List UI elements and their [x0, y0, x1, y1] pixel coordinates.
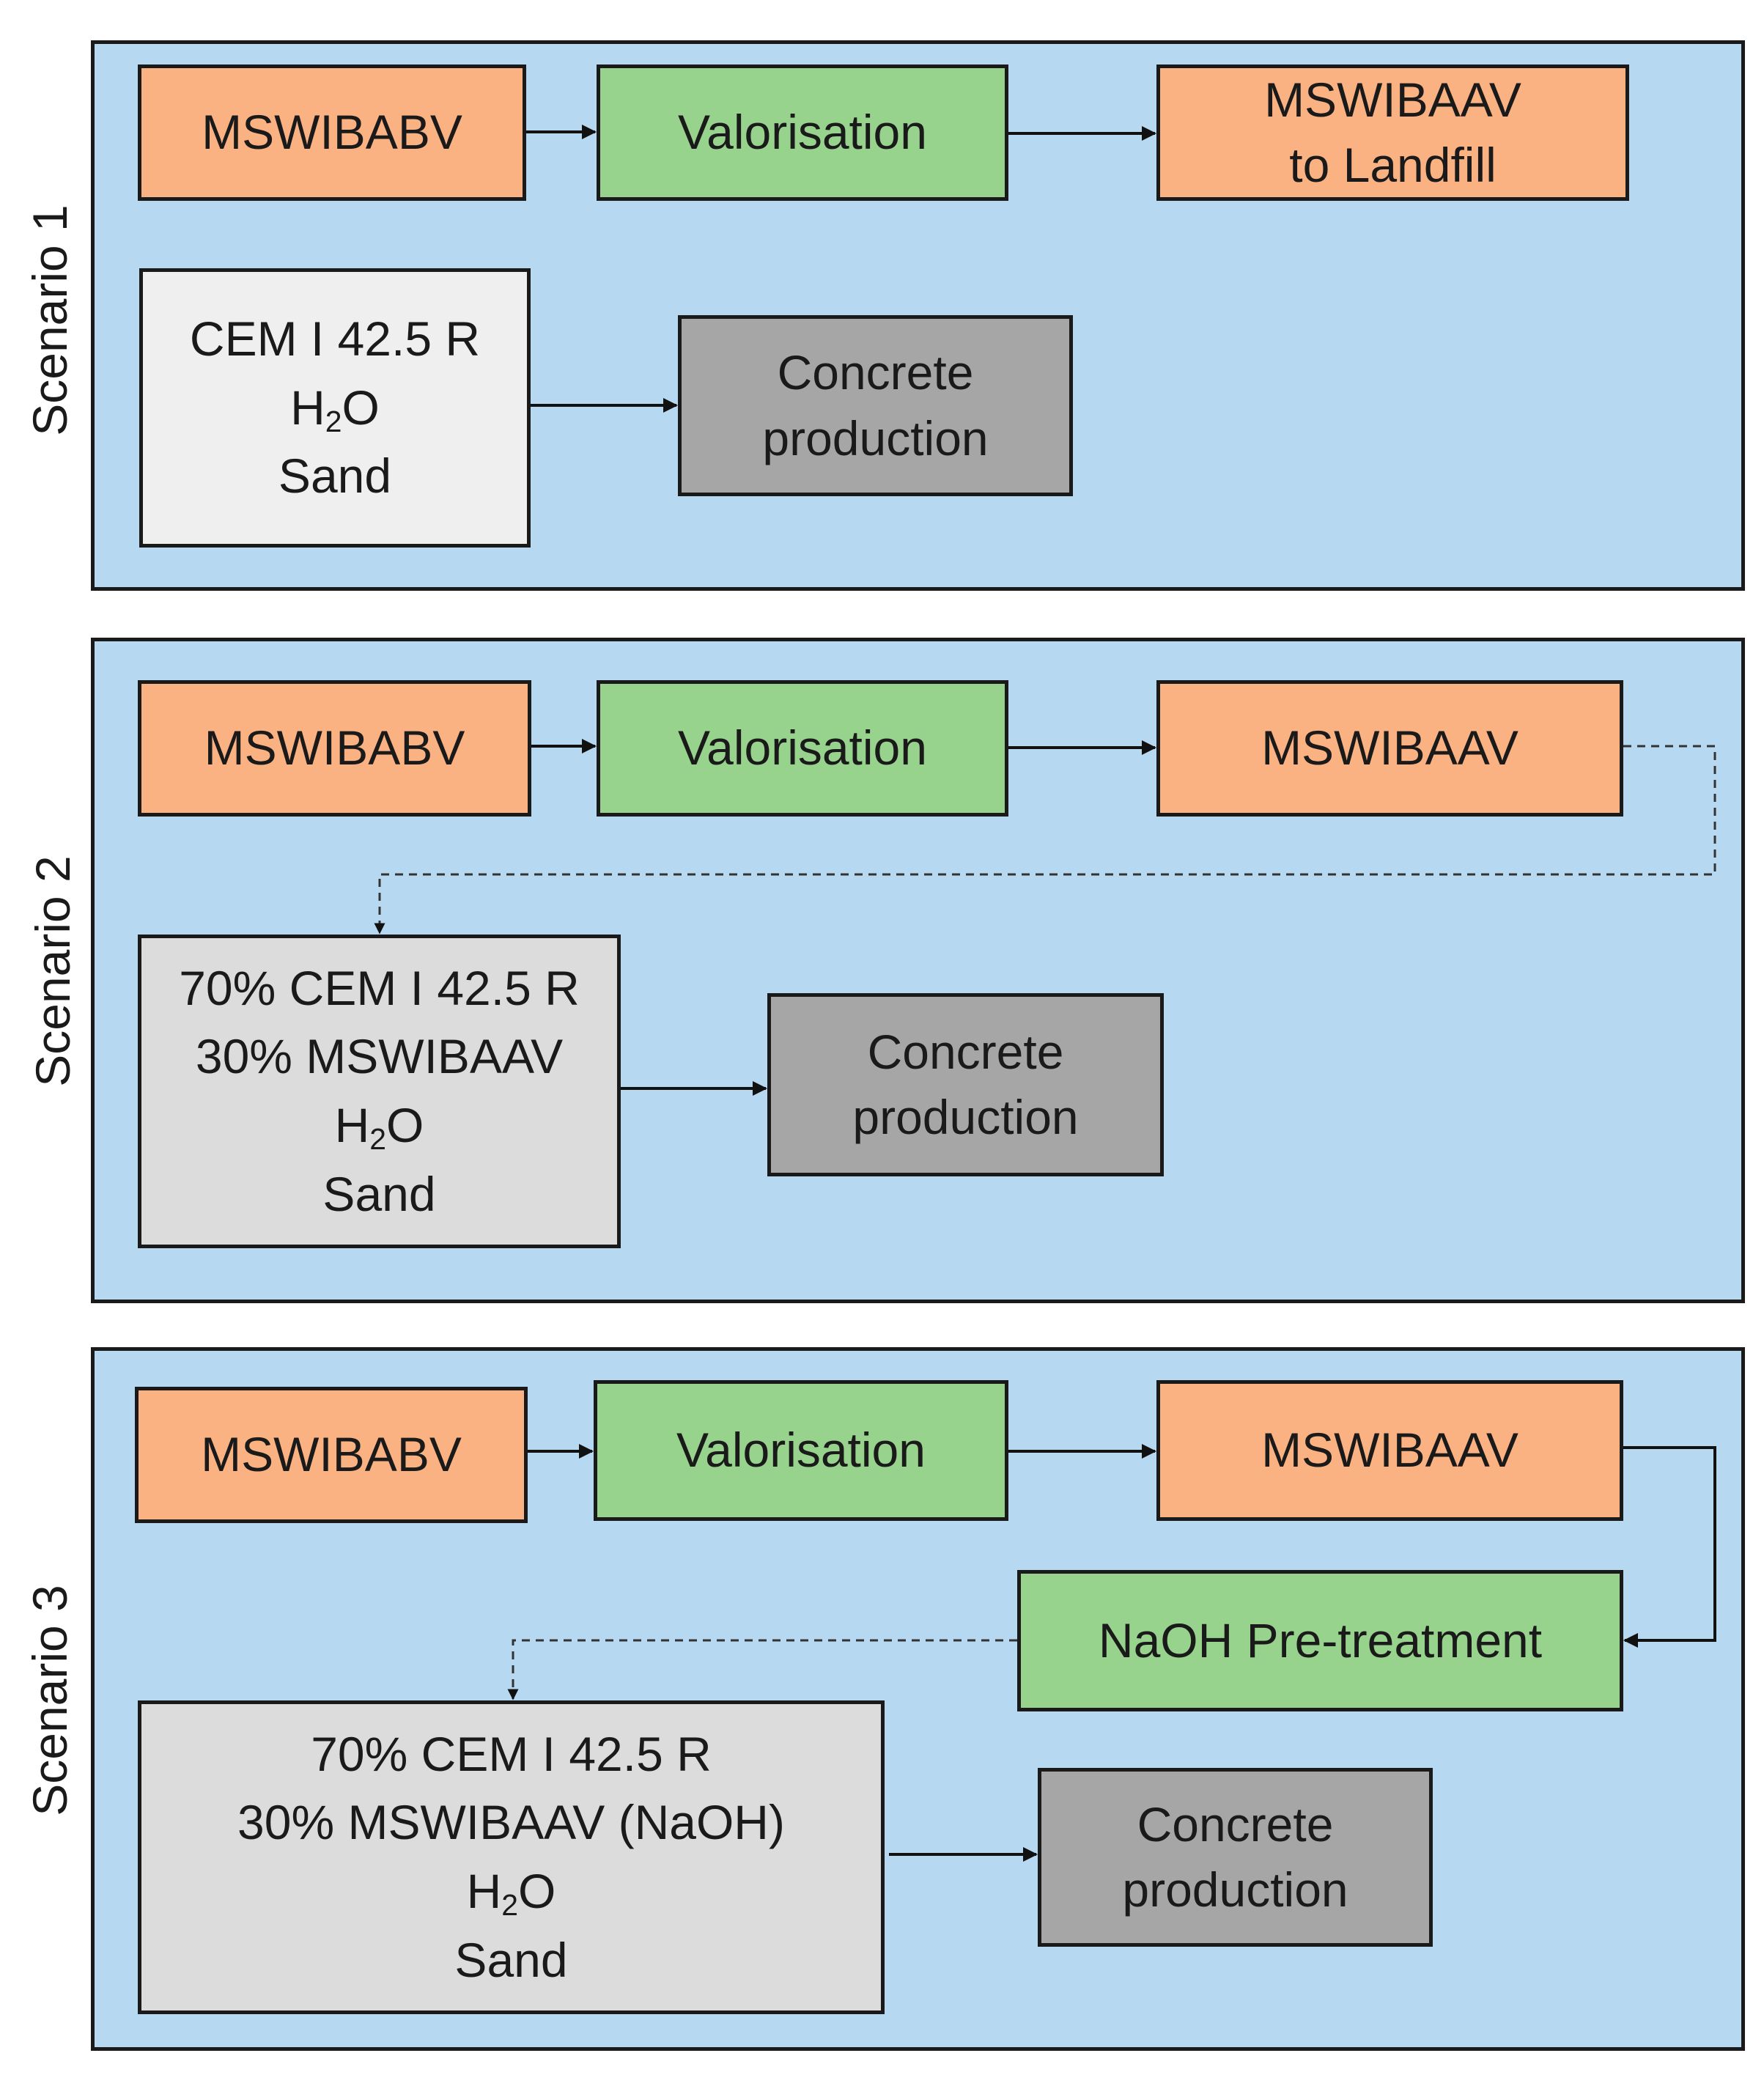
s3-valorisation-text: Valorisation: [676, 1423, 926, 1478]
s2-sand-text: Sand: [322, 1166, 436, 1221]
s2-mswibaav-text: MSWIBAAV: [1261, 720, 1518, 775]
s1-production-text: production: [762, 410, 989, 465]
s1-landfill-text: to Landfill: [1289, 138, 1497, 192]
s1-valorisation-box: Valorisation: [597, 65, 1008, 201]
s2-concrete-text: Concrete: [867, 1024, 1064, 1079]
s2-valorisation-text: Valorisation: [678, 720, 927, 775]
s3-valorisation-box: Valorisation: [594, 1380, 1008, 1521]
s2-water-o: O: [386, 1098, 424, 1152]
s3-naoh-pretreatment-box: NaOH Pre-treatment: [1017, 1570, 1623, 1711]
s1-mswibaav-landfill-box: MSWIBAAV to Landfill: [1156, 65, 1629, 201]
s1-sand-text: Sand: [278, 449, 392, 504]
s1-water-text: H2O: [290, 374, 380, 443]
s1-concrete-text: Concrete: [777, 345, 974, 400]
s1-mswibaav-text: MSWIBAAV: [1264, 72, 1521, 127]
s1-cement-text: CEM I 42.5 R: [189, 311, 481, 366]
s2-mswibabv-box: MSWIBABV: [138, 680, 531, 817]
s2-mswibabv-text: MSWIBABV: [204, 720, 465, 775]
s2-water-text: H2O: [335, 1091, 424, 1160]
s3-naoh-text: NaOH Pre-treatment: [1098, 1613, 1543, 1667]
s3-water-sub: 2: [501, 1888, 519, 1923]
s1-valorisation-text: Valorisation: [678, 105, 927, 160]
s3-production-text: production: [1122, 1862, 1348, 1917]
s2-water-sub: 2: [369, 1122, 387, 1157]
s3-input-box: 70% CEM I 42.5 R 30% MSWIBAAV (NaOH) H2O…: [138, 1700, 885, 2014]
s1-water-o: O: [342, 380, 380, 435]
s3-mswibabv-box: MSWIBABV: [135, 1387, 528, 1523]
s3-dashed-naoh-to-input: [507, 1639, 1017, 1700]
s2-valorisation-box: Valorisation: [597, 680, 1008, 817]
s2-dashed-av-to-input: [374, 745, 1716, 935]
s1-water-h: H: [290, 380, 325, 435]
s2-cement-text: 70% CEM I 42.5 R: [179, 960, 580, 1015]
s1-mswibabv-box: MSWIBABV: [138, 65, 526, 201]
s3-concrete-box: Concrete production: [1038, 1768, 1433, 1947]
s1-concrete-box: Concrete production: [678, 315, 1073, 496]
s2-input-box: 70% CEM I 42.5 R 30% MSWIBAAV H2O Sand: [138, 935, 621, 1248]
s3-water-h: H: [466, 1864, 502, 1918]
s3-water-o: O: [518, 1864, 556, 1918]
s3-cement-text: 70% CEM I 42.5 R: [311, 1726, 712, 1781]
s2-mswibaav-box: MSWIBAAV: [1156, 680, 1623, 817]
s2-water-h: H: [334, 1098, 370, 1152]
s2-concrete-box: Concrete production: [767, 993, 1164, 1176]
s3-mswibaav-text: MSWIBAAV: [1261, 1423, 1518, 1478]
s3-concrete-text: Concrete: [1137, 1796, 1334, 1851]
s1-water-sub: 2: [325, 404, 342, 438]
s3-water-text: H2O: [467, 1857, 556, 1926]
s1-mswibabv-text: MSWIBABV: [202, 105, 462, 160]
s2-production-text: production: [852, 1090, 1079, 1144]
s3-arrow-av-to-naoh: [1623, 1446, 1716, 1648]
s2-mswibaav-share-text: 30% MSWIBAAV: [195, 1029, 564, 1084]
s3-sand-text: Sand: [454, 1932, 568, 1987]
s1-input-box: CEM I 42.5 R H2O Sand: [139, 268, 531, 548]
s3-mswibaav-box: MSWIBAAV: [1156, 1380, 1623, 1521]
s3-mswibabv-text: MSWIBABV: [201, 1427, 462, 1482]
s3-mswibaav-naoh-share-text: 30% MSWIBAAV (NaOH): [237, 1795, 785, 1850]
